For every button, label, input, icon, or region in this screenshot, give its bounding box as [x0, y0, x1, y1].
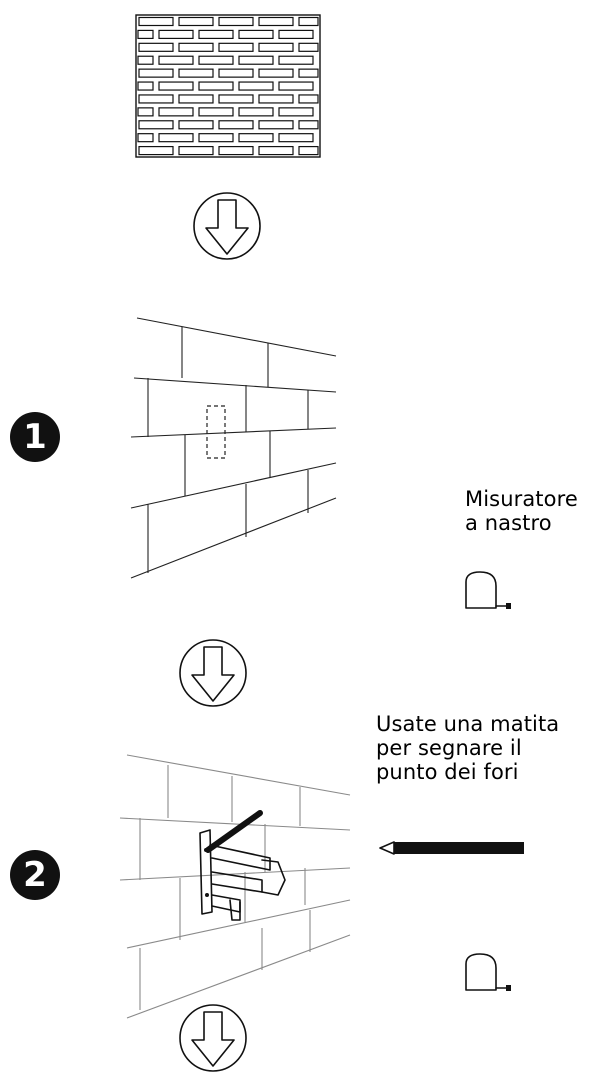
brick — [178, 145, 214, 156]
brick — [278, 107, 314, 117]
brick — [198, 81, 234, 91]
brick — [278, 81, 314, 91]
brick — [218, 42, 254, 52]
step-number: 2 — [23, 855, 47, 895]
brick — [278, 133, 314, 143]
pencil-instruction-line-1: Usate una matita — [376, 712, 560, 736]
down-arrow-icon — [179, 1004, 247, 1072]
step-number: 1 — [23, 417, 47, 457]
brick — [238, 81, 274, 91]
brick — [238, 55, 274, 65]
brick — [178, 42, 214, 52]
brick — [258, 145, 294, 156]
brick — [238, 29, 274, 40]
pencil-icon — [379, 841, 524, 855]
brick — [158, 133, 194, 143]
brick — [178, 120, 214, 130]
step-number-badge: 2 — [10, 850, 60, 900]
brick — [178, 68, 214, 78]
brick — [298, 42, 319, 52]
brick — [258, 68, 294, 78]
brick — [137, 133, 154, 143]
brick — [258, 94, 294, 104]
brick — [258, 42, 294, 52]
pencil-instruction-line-3: punto dei fori — [376, 760, 519, 784]
tape-measure-icon — [465, 571, 511, 609]
tape-measure-icon — [465, 953, 511, 991]
brick — [178, 16, 214, 27]
brick — [238, 107, 274, 117]
brick — [238, 133, 274, 143]
brick — [137, 55, 154, 65]
brick — [198, 29, 234, 40]
pencil-instruction-line-2: per segnare il — [376, 736, 522, 760]
brick — [278, 29, 314, 40]
brick — [218, 94, 254, 104]
pencil-instruction: Usate una matita per segnare il punto de… — [376, 712, 559, 784]
brick — [178, 94, 214, 104]
brick — [158, 107, 194, 117]
brick — [138, 145, 174, 156]
brick — [298, 120, 319, 130]
brick — [158, 55, 194, 65]
brick — [218, 68, 254, 78]
brick — [198, 133, 234, 143]
brick — [258, 16, 294, 27]
brick — [137, 29, 154, 40]
step-number-badge: 1 — [10, 412, 60, 462]
brick — [258, 120, 294, 130]
down-arrow-icon — [193, 192, 261, 260]
brick — [298, 94, 319, 104]
tape-measure-label-line-1: Misuratore — [465, 487, 578, 511]
brick — [138, 42, 174, 52]
brick — [158, 29, 194, 40]
tape-measure-label-line-2: a nastro — [465, 511, 552, 535]
tape-measure-label: Misuratore a nastro — [465, 487, 578, 535]
brick — [198, 55, 234, 65]
brick — [138, 120, 174, 130]
brick — [138, 94, 174, 104]
down-arrow-icon — [179, 639, 247, 707]
brick — [218, 120, 254, 130]
brick — [278, 55, 314, 65]
brick — [218, 145, 254, 156]
brick — [198, 107, 234, 117]
brick — [298, 16, 319, 27]
brick — [137, 107, 154, 117]
brick — [298, 145, 319, 156]
brick — [138, 68, 174, 78]
brick — [218, 16, 254, 27]
brick — [138, 16, 174, 27]
brick — [158, 81, 194, 91]
brick — [137, 81, 154, 91]
brick — [298, 68, 319, 78]
